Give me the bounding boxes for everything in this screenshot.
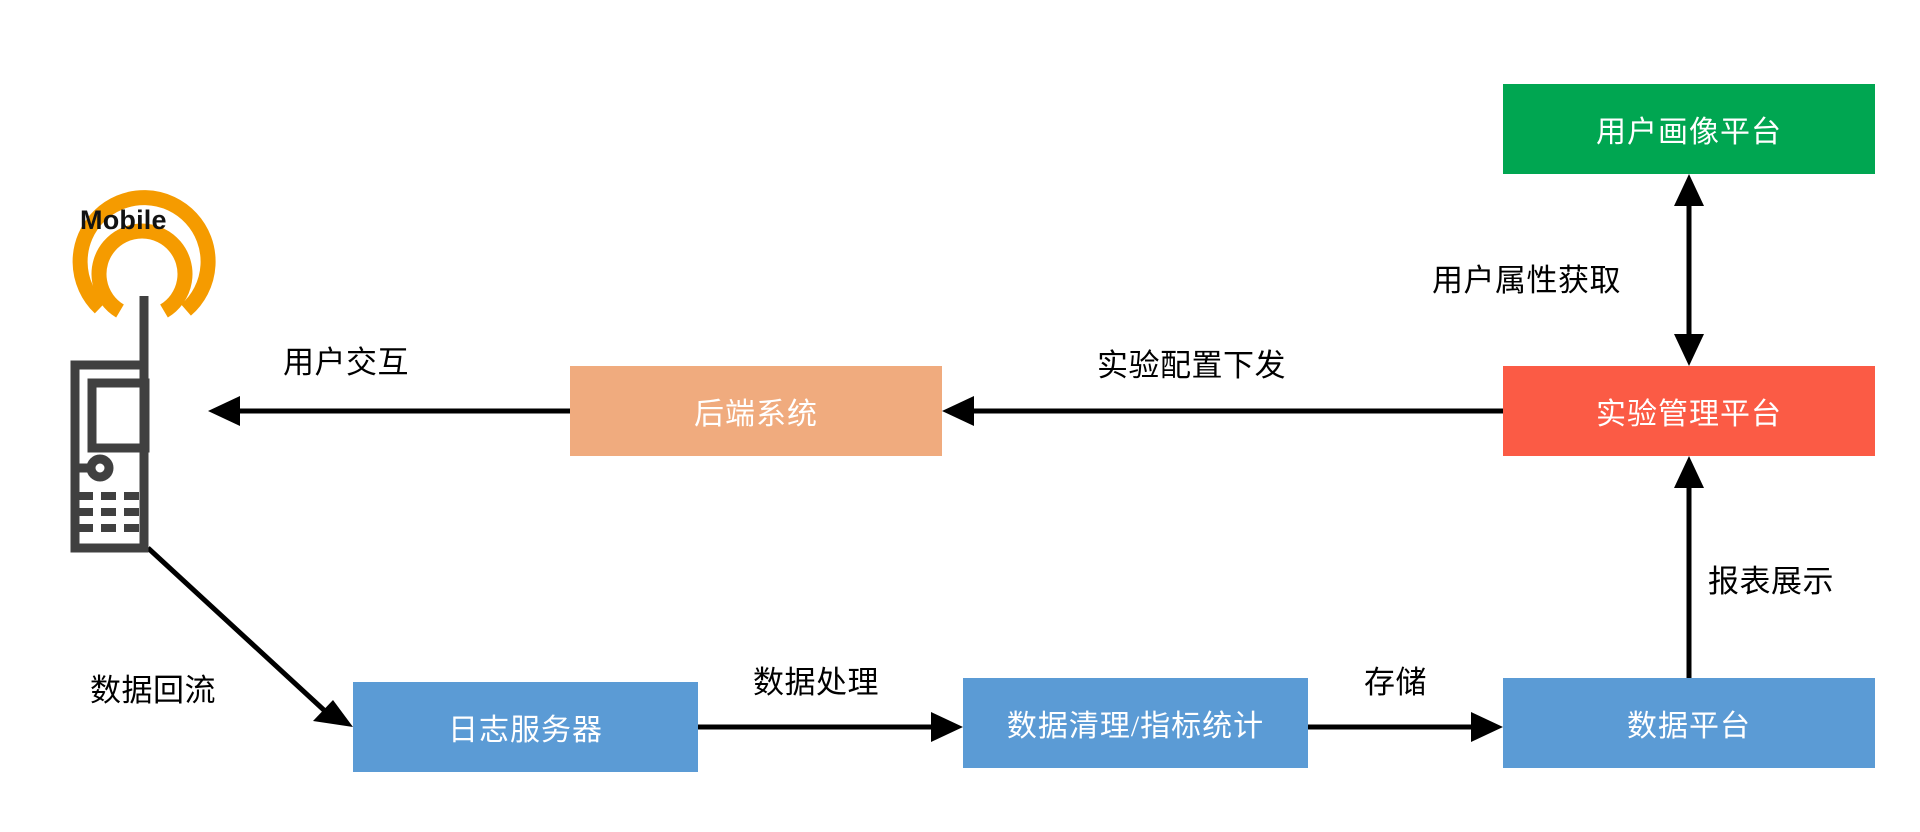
edge-experiment-config bbox=[942, 396, 1503, 426]
phone-screen-icon bbox=[87, 378, 150, 453]
node-user-profile-platform[interactable]: 用户画像平台 bbox=[1503, 84, 1875, 174]
edge-storage bbox=[1308, 712, 1503, 742]
edge-label-data-processing: 数据处理 bbox=[753, 665, 879, 700]
node-experiment-platform[interactable]: 实验管理平台 bbox=[1503, 366, 1875, 456]
phone-body-icon bbox=[70, 360, 149, 553]
edge-label-user-attribute-fetch: 用户属性获取 bbox=[1432, 263, 1621, 298]
phone-button-icon bbox=[86, 454, 114, 482]
edge-label-experiment-config: 实验配置下发 bbox=[1097, 348, 1286, 383]
edge-label-user-interaction: 用户交互 bbox=[283, 345, 409, 380]
node-log-server[interactable]: 日志服务器 bbox=[353, 682, 698, 772]
mobile-title: Mobile bbox=[80, 205, 167, 235]
node-backend-system[interactable]: 后端系统 bbox=[570, 366, 942, 456]
edge-user-interaction bbox=[208, 396, 570, 426]
edge-user-attribute-fetch bbox=[1674, 174, 1704, 366]
signal-waves-icon bbox=[72, 190, 216, 318]
node-label: 数据平台 bbox=[1627, 710, 1751, 743]
node-data-platform[interactable]: 数据平台 bbox=[1503, 678, 1875, 768]
node-data-cleaning[interactable]: 数据清理/指标统计 bbox=[963, 678, 1308, 768]
node-label: 后端系统 bbox=[694, 398, 818, 431]
edge-data-processing bbox=[698, 712, 963, 742]
node-label: 日志服务器 bbox=[448, 714, 603, 747]
edge-label-data-backflow: 数据回流 bbox=[90, 673, 216, 708]
node-label: 用户画像平台 bbox=[1596, 116, 1782, 149]
edge-report-display bbox=[1674, 456, 1704, 678]
edge-data-backflow bbox=[146, 546, 353, 727]
edge-label-report-display: 报表展示 bbox=[1708, 564, 1834, 599]
edge-label-storage: 存储 bbox=[1364, 665, 1427, 700]
phone-keypad-icon bbox=[78, 492, 139, 532]
node-label: 实验管理平台 bbox=[1596, 398, 1782, 431]
node-label: 数据清理/指标统计 bbox=[1006, 710, 1265, 743]
